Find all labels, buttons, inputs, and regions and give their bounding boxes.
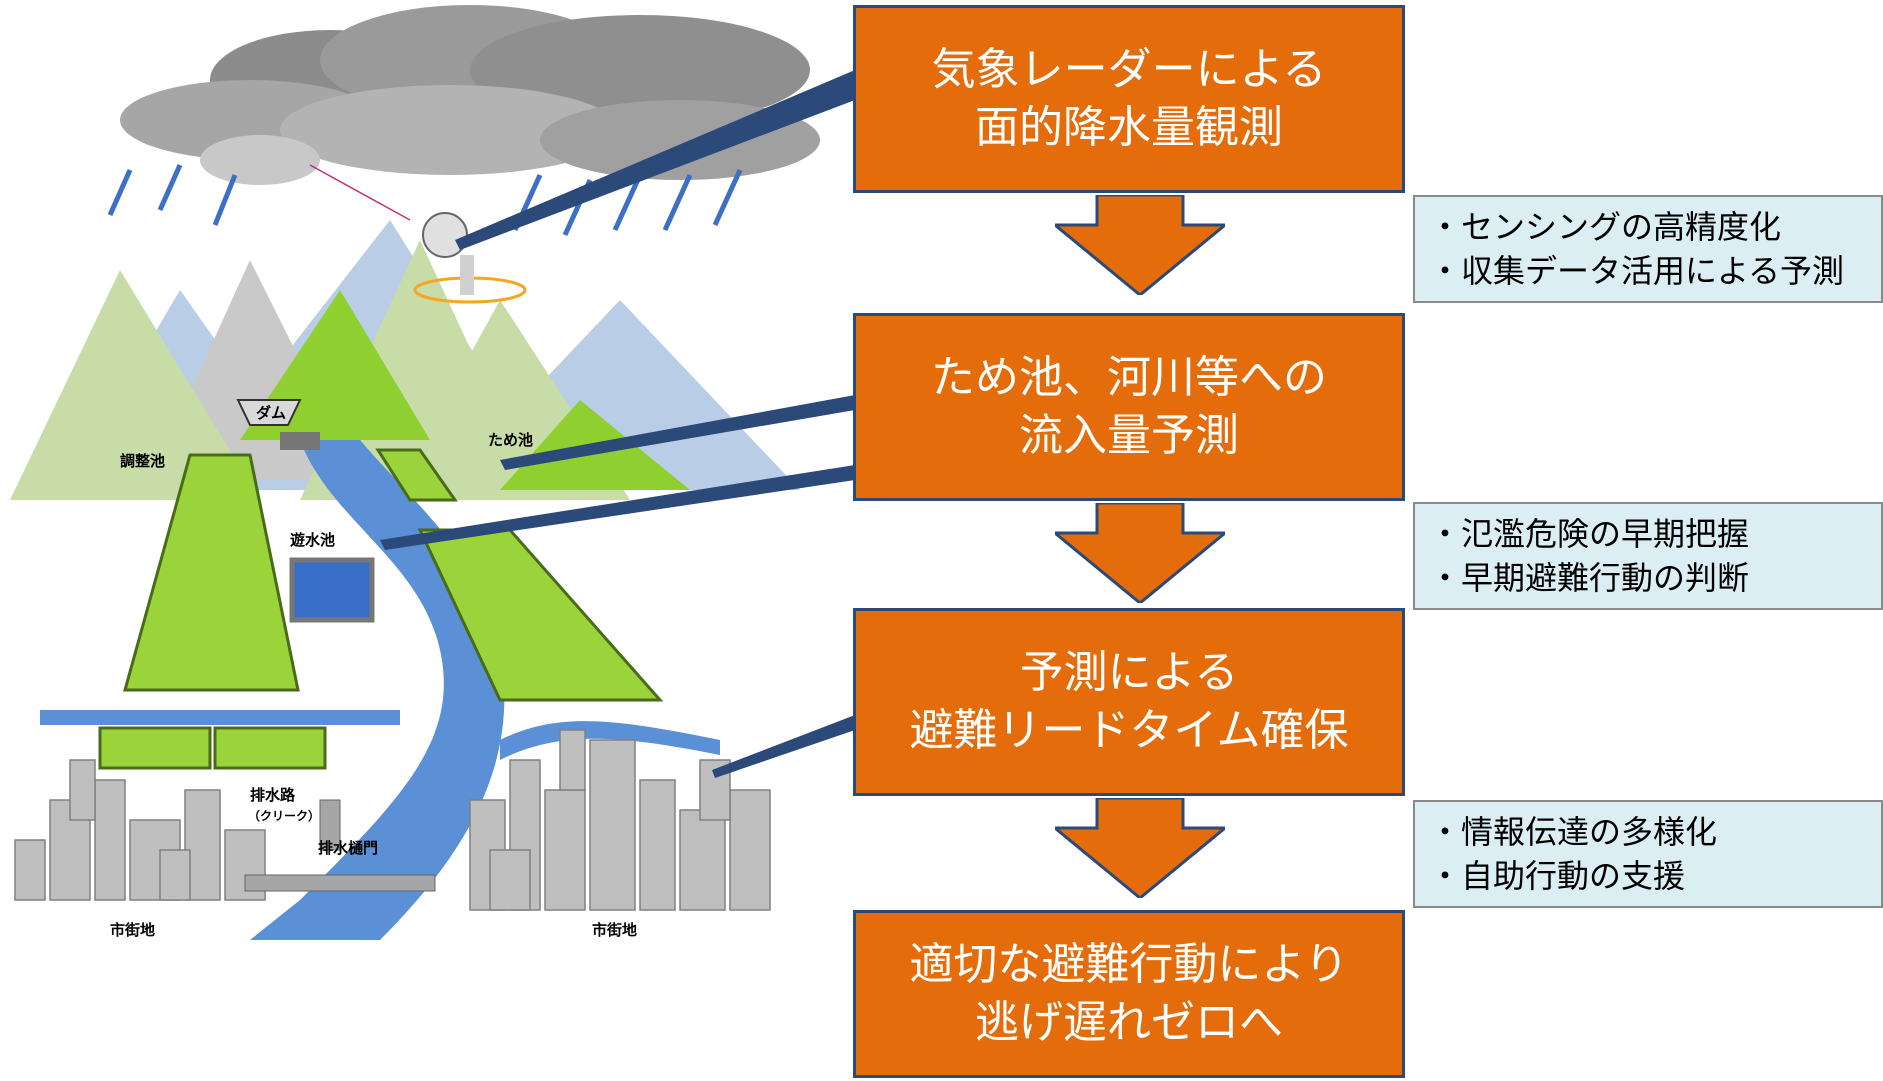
step-lead-time: 予測による 避難リードタイム確保: [853, 608, 1405, 796]
note-item: ・自助行動の支援: [1429, 857, 1686, 895]
step-line: ため池、河川等への: [931, 352, 1327, 403]
note-item: ・早期避難行動の判断: [1429, 559, 1750, 597]
dam-icon: [236, 399, 320, 450]
step-line: 面的降水量観測: [975, 102, 1283, 153]
radar-icon: [413, 212, 527, 304]
flood-scene-illustration: ダム 調整池 ため池 遊水池 排水路 （クリーク） 排水樋門 市街地 市街地: [10, 5, 855, 940]
label-drainage-gate: 排水樋門: [318, 839, 378, 857]
step-line: 気象レーダーによる: [931, 44, 1327, 95]
step-line: 逃げ遅れゼロへ: [975, 997, 1283, 1048]
label-city-left: 市街地: [110, 921, 155, 939]
step-radar-observation: 気象レーダーによる 面的降水量観測: [853, 5, 1405, 193]
label-adjustment-pond: 調整池: [120, 452, 165, 470]
step-line: 避難リードタイム確保: [909, 705, 1349, 756]
note-item: ・センシングの高精度化: [1429, 208, 1782, 246]
step-line: 流入量予測: [1019, 410, 1239, 461]
step-evacuation: 適切な避難行動により 逃げ遅れゼロへ: [853, 910, 1405, 1078]
note-item: ・情報伝達の多様化: [1429, 813, 1718, 851]
label-irrigation-pond: ため池: [488, 431, 533, 449]
down-arrow-icon: [1055, 195, 1225, 295]
rice-fields: [98, 448, 664, 770]
down-arrow-icon: [1055, 798, 1225, 898]
label-retention-pond: 遊水池: [290, 531, 335, 549]
label-city-right: 市街地: [592, 921, 637, 939]
label-drainage-channel: 排水路: [250, 786, 296, 804]
step-line: 適切な避難行動により: [909, 939, 1349, 990]
down-arrow-icon: [1055, 503, 1225, 603]
step-inflow-prediction: ため池、河川等への 流入量予測: [853, 313, 1405, 501]
cloud-icon: [120, 5, 820, 185]
label-dam: ダム: [256, 404, 286, 422]
note-flood-risk: ・氾濫危険の早期把握 ・早期避難行動の判断: [1413, 502, 1883, 610]
step-line: 予測による: [1019, 647, 1239, 698]
note-information: ・情報伝達の多様化 ・自助行動の支援: [1413, 800, 1883, 908]
note-item: ・氾濫危険の早期把握: [1429, 515, 1750, 553]
note-item: ・収集データ活用による予測: [1429, 252, 1845, 290]
label-drainage-channel-sub: （クリーク）: [248, 808, 320, 823]
note-sensing: ・センシングの高精度化 ・収集データ活用による予測: [1413, 195, 1883, 303]
